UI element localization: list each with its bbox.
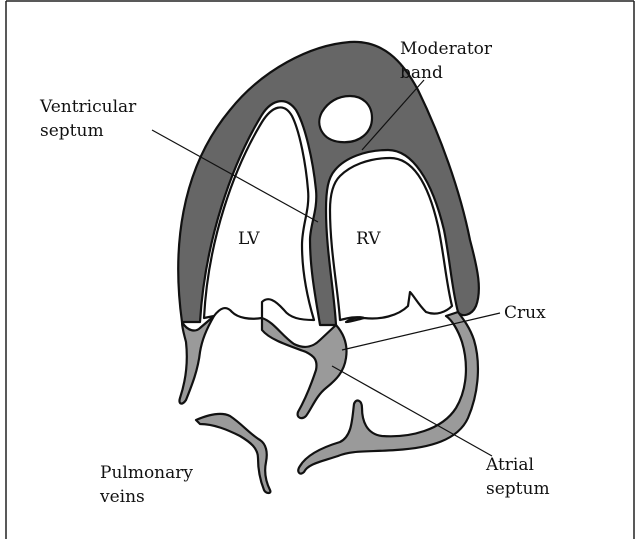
label-lv: LV <box>238 229 260 249</box>
label-moderator-band-line2: band <box>400 63 443 83</box>
label-atrial-septum-line2: septum <box>486 479 550 499</box>
label-moderator-band-line1: Moderator <box>400 39 493 59</box>
pulmonary-vein <box>196 414 270 493</box>
atrial-septum-region <box>262 318 347 418</box>
label-pulmonary-veins-line1: Pulmonary <box>100 463 193 483</box>
label-ventricular-septum-line1: Ventricular <box>39 97 137 117</box>
atrial-wall-left <box>179 316 214 404</box>
label-rv: RV <box>356 229 381 249</box>
label-ventricular-septum-line2: septum <box>40 121 104 141</box>
label-pulmonary-veins-line2: veins <box>99 487 145 507</box>
label-crux: Crux <box>504 303 546 323</box>
label-atrial-septum-line1: Atrial <box>485 455 534 475</box>
